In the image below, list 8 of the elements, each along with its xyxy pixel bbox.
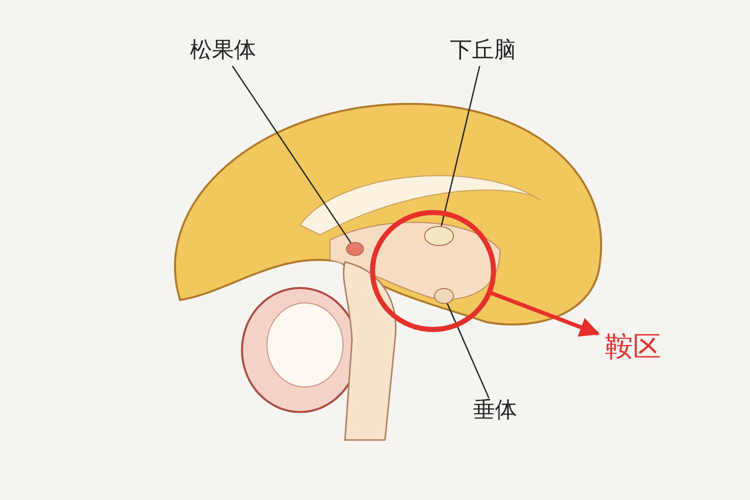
part-label: 垂体 <box>462 398 528 426</box>
leader-line <box>232 66 352 244</box>
callout-circle <box>370 210 496 332</box>
arrow <box>489 290 600 337</box>
part-label: 松果体 <box>178 38 268 66</box>
leader-line <box>440 66 480 226</box>
part-label: 下丘脑 <box>438 38 528 66</box>
part-label: 鞍区 <box>598 330 668 364</box>
